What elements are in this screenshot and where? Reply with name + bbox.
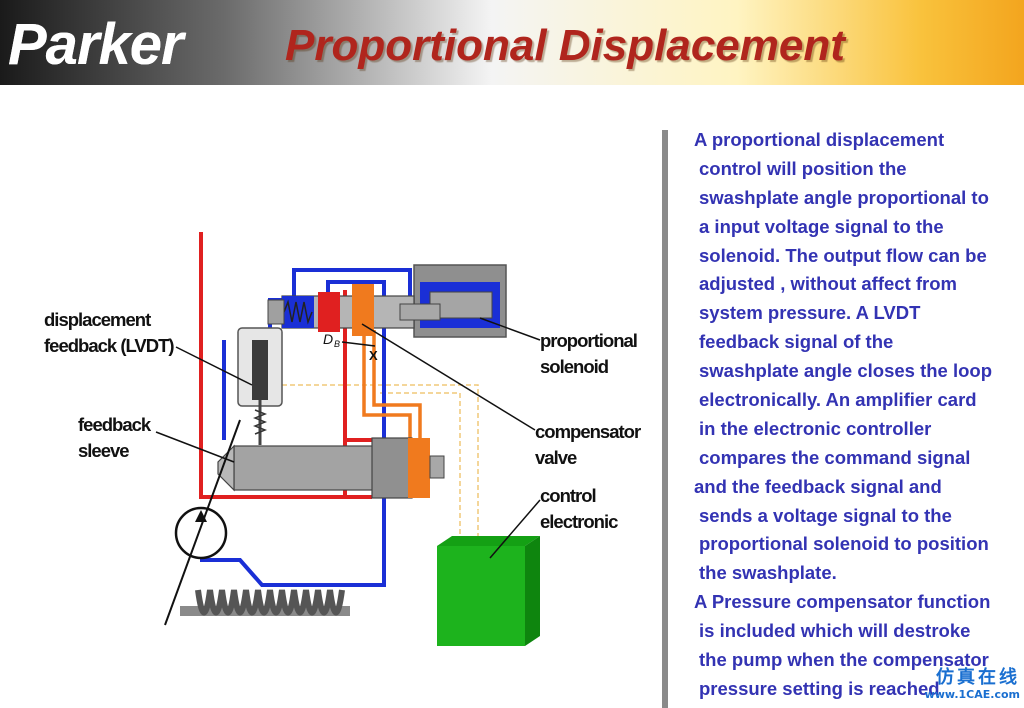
header-banner: Parker Parker Proportional Displacement — [0, 0, 1024, 85]
valve-push-rod — [399, 303, 441, 321]
description-text: A proportional displacement control will … — [694, 126, 1024, 708]
tank-return — [200, 280, 386, 587]
pilot-line-outer — [362, 330, 412, 440]
description-line: adjusted , without affect from — [699, 273, 957, 295]
description-line: feedback signal of the — [699, 331, 894, 353]
pressure-main-line — [199, 232, 345, 499]
piston-pilot-chamber — [408, 438, 430, 498]
proportional-solenoid — [413, 264, 507, 338]
label-control-1: control — [540, 485, 596, 506]
label-x-mark: X — [369, 348, 378, 363]
valve-stem — [267, 299, 285, 325]
leader-control — [489, 499, 541, 559]
control-electronic-box — [437, 536, 540, 646]
description-line: proportional solenoid to position — [699, 533, 989, 555]
box-front — [437, 546, 525, 646]
label-lvdt-1: displacement — [44, 309, 151, 330]
lvdt-core — [252, 340, 268, 400]
lvdt-signal-wire — [282, 384, 479, 540]
description-line: in the electronic controller — [699, 417, 932, 439]
valve-spring — [283, 299, 313, 325]
leader-sleeve — [155, 431, 235, 463]
watermark: 仿真在线 www.1CAE.com — [910, 668, 1020, 708]
watermark-cn: 仿真在线 — [936, 667, 1020, 688]
compensator-valve — [267, 284, 441, 336]
description-line: electronically. An amplifier card — [699, 389, 977, 411]
description-line: is included which will destroke — [699, 620, 971, 642]
box-top — [437, 536, 540, 546]
description-line: A proportional displacement — [694, 129, 945, 150]
label-sleeve-1: feedback — [78, 414, 152, 435]
label-compensator-2: valve — [535, 447, 577, 468]
spring-coils — [195, 589, 345, 616]
leader-lvdt — [175, 346, 253, 386]
tank-top-loop — [292, 268, 412, 300]
signal-wires — [282, 384, 479, 540]
piston-cylinder — [371, 437, 413, 499]
piston-rod — [429, 455, 445, 479]
leader-compensator — [361, 323, 536, 431]
pump-symbol — [164, 419, 241, 626]
watermark-url: www.1CAE.com — [924, 688, 1020, 701]
pilot-lines — [362, 330, 422, 440]
label-sleeve-2: sleeve — [78, 440, 129, 461]
pump-variable-arrow — [164, 419, 241, 626]
page-title: Proportional Displacement — [285, 21, 845, 70]
servo-piston — [217, 437, 445, 499]
valve-land-orange — [352, 284, 374, 336]
description-line: compares the command signal — [699, 446, 971, 468]
description-line: solenoid. The output flow can be — [699, 244, 987, 266]
diagram-labels: displacement feedback (LVDT) feedback sl… — [44, 309, 642, 532]
piston-taper — [217, 444, 235, 492]
parker-logo-stripes: Parker — [8, 14, 278, 76]
description-line: system pressure. A LVDT — [699, 302, 921, 324]
label-compensator-1: compensator — [535, 421, 641, 442]
label-control-2: electronic — [540, 511, 618, 532]
lvdt-spring — [252, 409, 268, 435]
parker-logo: Parker — [8, 14, 278, 76]
label-db: D — [323, 331, 333, 347]
swashplate-spring — [180, 589, 350, 616]
solenoid-signal-wire — [380, 392, 461, 540]
label-db-sub: B — [334, 339, 340, 349]
vertical-divider — [662, 130, 668, 708]
pilot-line-inner — [372, 330, 422, 440]
description-line: swashplate angle proportional to — [699, 186, 989, 208]
description-line: a input voltage signal to the — [699, 215, 944, 237]
valve-land-red — [318, 292, 340, 332]
label-lvdt-2: feedback (LVDT) — [44, 335, 174, 356]
leader-lines — [155, 317, 541, 559]
description-line: A Pressure compensator function — [694, 591, 991, 613]
leader-db — [341, 341, 376, 347]
box-side — [525, 536, 540, 646]
description-line: control will position the — [699, 157, 907, 179]
label-solenoid-1: proportional — [540, 330, 637, 351]
description-line: and the feedback signal and — [694, 475, 942, 497]
description-line: sends a voltage signal to the — [699, 504, 952, 526]
pump-circle — [174, 506, 228, 560]
lvdt-sensor — [237, 327, 283, 445]
hydraulic-diagram: displacement feedback (LVDT) feedback sl… — [44, 232, 642, 646]
description-line: the swashplate. — [699, 562, 837, 584]
description-line: the pump when the compensator — [699, 649, 989, 671]
leader-solenoid — [479, 317, 541, 341]
description-line: swashplate angle closes the loop — [699, 360, 993, 382]
label-solenoid-2: solenoid — [540, 356, 609, 377]
piston-body — [233, 445, 377, 491]
description-line: pressure setting is reached — [699, 677, 940, 699]
